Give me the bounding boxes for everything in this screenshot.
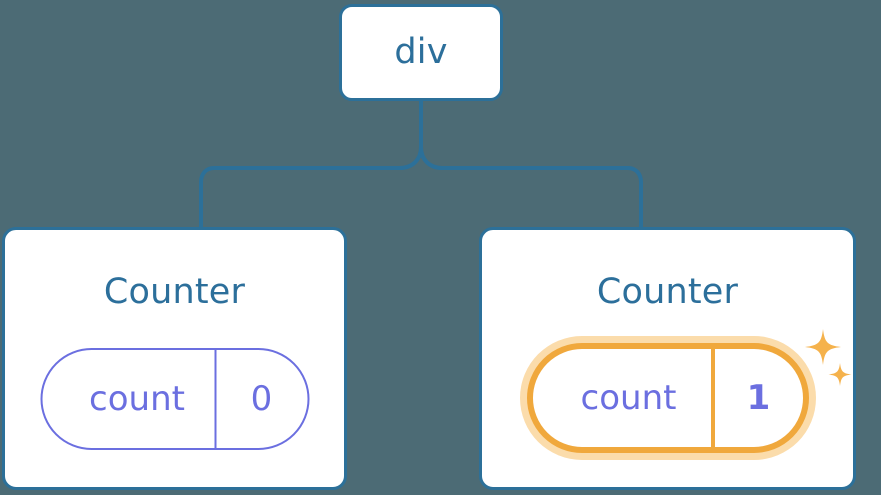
node-title: Counter <box>103 272 246 312</box>
connector-right-branch <box>419 98 643 230</box>
state-pill-count[interactable]: count 0 <box>40 348 309 450</box>
sparkle-small-icon <box>828 363 851 386</box>
node-counter-left[interactable]: Counter count 0 <box>2 227 347 490</box>
state-value: 1 <box>710 349 803 447</box>
node-title: Counter <box>596 272 739 312</box>
node-counter-right[interactable]: Counter count 1 <box>479 227 856 490</box>
node-root-div[interactable]: div <box>339 4 503 101</box>
root-node-label: div <box>394 32 448 72</box>
state-pill-count-highlighted[interactable]: count 1 <box>526 329 851 453</box>
state-pill[interactable]: count 1 <box>526 343 809 453</box>
state-pill[interactable]: count 0 <box>40 348 309 450</box>
connector-left-branch <box>199 98 423 230</box>
state-key: count <box>580 378 677 418</box>
state-key: count <box>89 379 185 419</box>
state-value: 0 <box>214 350 307 448</box>
sparkle-large-icon <box>804 329 841 365</box>
